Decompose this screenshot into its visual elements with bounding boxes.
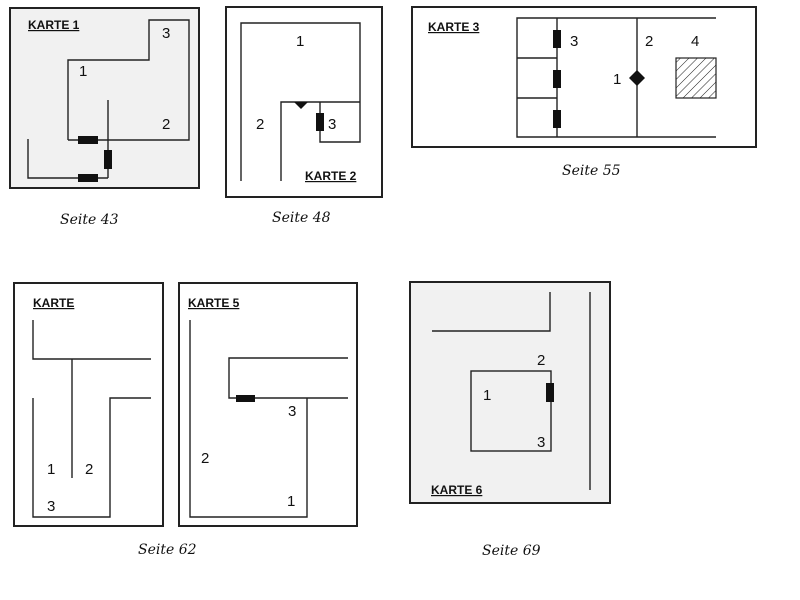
room-label: 3 (537, 434, 545, 451)
door-icon (553, 110, 561, 128)
room-label: 2 (645, 33, 653, 50)
page-caption: Seite 43 (60, 212, 119, 228)
room-label: 1 (287, 493, 295, 510)
room-label: 2 (162, 116, 170, 133)
card-title: KARTE 2 (305, 169, 357, 183)
room-label: 2 (256, 116, 264, 133)
room-label: 3 (328, 116, 336, 133)
door-icon (553, 30, 561, 48)
room-label: 1 (79, 63, 87, 80)
card-5: KARTE 5 1 2 3 Seite 62 (138, 282, 358, 558)
door-icon (104, 150, 112, 169)
room-label: 4 (691, 33, 699, 50)
room-label: 3 (570, 33, 578, 50)
card-frame (13, 282, 164, 527)
card-1: KARTE 1 1 2 3 Seite 43 (9, 7, 200, 228)
page-caption: Seite 55 (562, 163, 621, 179)
card-title: KARTE 1 (28, 18, 80, 32)
room-label: 2 (85, 461, 93, 478)
room-wall (432, 292, 551, 332)
room-wall (228, 357, 348, 399)
room-wall (32, 397, 151, 518)
room-wall (32, 320, 151, 360)
card-frame (409, 281, 611, 504)
triangle-marker-icon (294, 102, 308, 109)
room-label: 2 (537, 352, 545, 369)
room-label: 3 (288, 403, 296, 420)
door-icon (546, 383, 554, 402)
card-4: KARTE 1 2 3 (13, 282, 164, 527)
room-wall (470, 370, 552, 452)
room-label: 3 (162, 25, 170, 42)
door-icon (316, 113, 324, 131)
page-caption: Seite 48 (272, 210, 331, 226)
diamond-marker-icon (629, 70, 645, 86)
door-icon (78, 136, 98, 144)
card-title: KARTE 6 (431, 483, 483, 497)
door-icon (553, 70, 561, 88)
door-icon (78, 174, 98, 182)
room-wall (516, 17, 716, 138)
room-label: 1 (613, 71, 621, 88)
room-wall (240, 22, 361, 181)
room-label: 2 (201, 450, 209, 467)
card-2: 1 2 3 KARTE 2 Seite 48 (225, 6, 383, 226)
room-wall (280, 101, 360, 181)
room-label: 3 (47, 498, 55, 515)
door-icon (236, 395, 255, 402)
room-wall (189, 320, 308, 518)
page-caption: Seite 69 (482, 543, 541, 559)
room-wall (67, 19, 190, 141)
card-title: KARTE (33, 296, 74, 310)
room-label: 1 (296, 33, 304, 50)
card-6: 1 2 3 KARTE 6 Seite 69 (409, 281, 611, 559)
card-3: KARTE 3 1 2 3 4 Seite 55 (411, 6, 757, 179)
card-title: KARTE 5 (188, 296, 240, 310)
room-label: 1 (47, 461, 55, 478)
card-title: KARTE 3 (428, 20, 480, 34)
room-label: 1 (483, 387, 491, 404)
page-caption: Seite 62 (138, 542, 197, 558)
hatched-area (675, 57, 717, 99)
card-frame (178, 282, 358, 527)
